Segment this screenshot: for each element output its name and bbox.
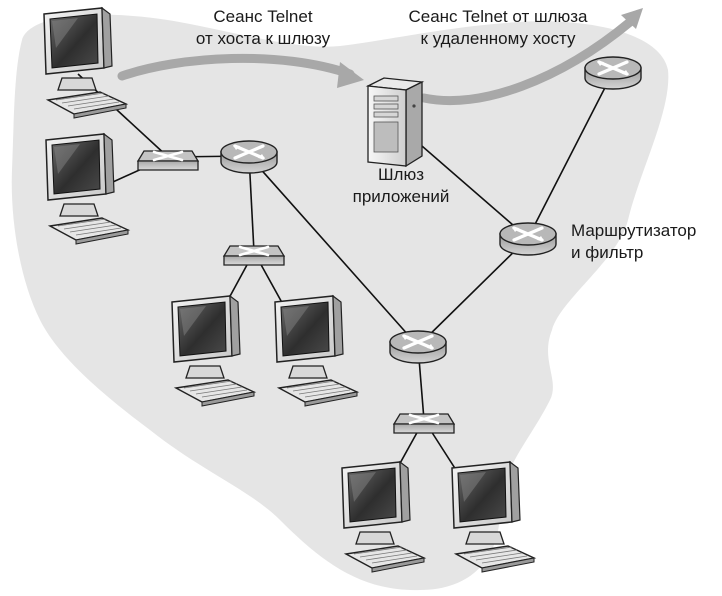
- host-bottom-left-1: [171, 294, 257, 407]
- label-session-gateway-to-remote: Сеанс Telnet от шлюза к удаленному хосту: [398, 6, 598, 50]
- label-router-and-filter-line1: Маршрутизатор: [571, 221, 697, 240]
- link-r2-r3: [527, 71, 614, 239]
- host-bottom-2: [451, 460, 537, 573]
- host-bottom-left-2: [274, 294, 360, 407]
- session-arrow-gateway-to-remote-head: [621, 8, 643, 29]
- label-session-gateway-to-remote-line1: Сеанс Telnet от шлюза: [408, 7, 588, 26]
- link-r1-r4: [248, 155, 419, 347]
- switch-left: [136, 150, 200, 171]
- host-bottom-1: [341, 460, 427, 573]
- label-application-gateway: Шлюз приложений: [346, 164, 456, 208]
- label-router-and-filter-line2: и фильтр: [571, 243, 644, 262]
- host-left: [45, 132, 131, 245]
- label-router-and-filter: Маршрутизатор и фильтр: [571, 220, 721, 264]
- host-top-left: [43, 6, 129, 119]
- label-session-gateway-to-remote-line2: к удаленному хосту: [420, 29, 576, 48]
- session-arrow-host-to-gateway-head: [337, 62, 364, 88]
- router-filter: [499, 222, 557, 256]
- router-remote: [584, 56, 642, 90]
- label-application-gateway-line2: приложений: [352, 187, 450, 206]
- switch-bottom: [392, 413, 456, 434]
- switch-center: [222, 245, 286, 266]
- label-application-gateway-line1: Шлюз: [377, 165, 425, 184]
- router-left: [220, 140, 278, 174]
- label-session-host-to-gateway-line2: от хоста к шлюзу: [195, 29, 331, 48]
- session-arrow-host-to-gateway: [117, 53, 355, 81]
- application-gateway-server: [365, 77, 425, 168]
- router-bottom: [389, 330, 447, 364]
- label-session-host-to-gateway: Сеанс Telnet от хоста к шлюзу: [178, 6, 348, 50]
- link-r4-r2: [417, 237, 529, 347]
- label-session-host-to-gateway-line1: Сеанс Telnet: [213, 7, 313, 26]
- session-arrow-gateway-to-remote: [419, 17, 635, 106]
